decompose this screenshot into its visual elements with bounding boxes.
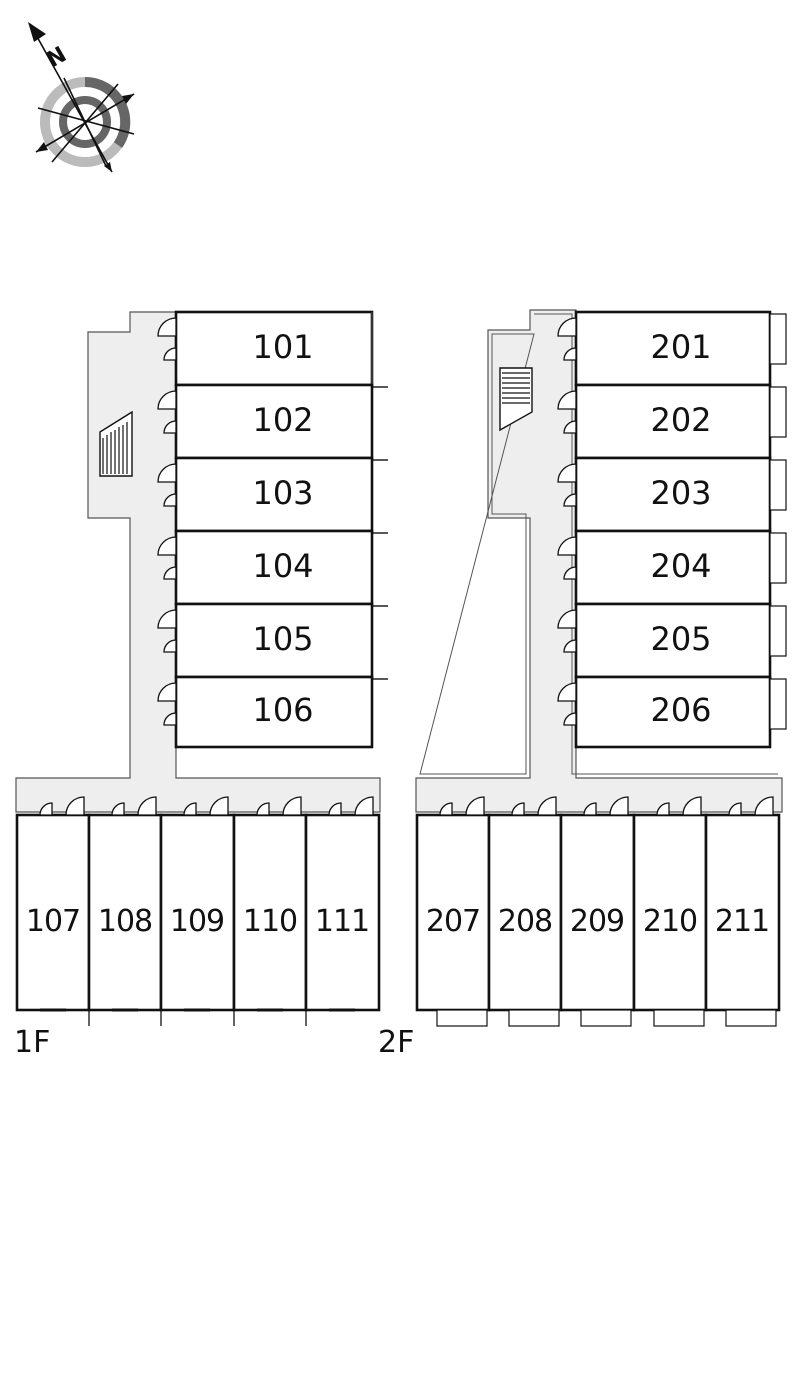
balcony xyxy=(769,678,787,730)
stair-icon xyxy=(499,367,533,432)
unit-105: 105 xyxy=(174,602,388,679)
door-icons-1f-top xyxy=(157,317,177,726)
unit-label: 206 xyxy=(650,691,711,729)
unit-106: 106 xyxy=(174,675,388,749)
balcony xyxy=(725,1009,777,1027)
unit-label: 205 xyxy=(650,620,711,658)
balcony xyxy=(653,1009,705,1027)
balcony xyxy=(580,1009,632,1027)
unit-104: 104 xyxy=(174,529,388,606)
floor-2f: 201 202 203 204 205 206 xyxy=(378,309,787,1060)
unit-111: 111 xyxy=(304,813,381,1012)
unit-102: 102 xyxy=(174,383,388,460)
unit-label: 208 xyxy=(498,904,552,939)
unit-206: 206 xyxy=(574,675,787,749)
floor-label: 1F xyxy=(14,1025,50,1060)
unit-label: 202 xyxy=(650,401,711,439)
unit-label: 110 xyxy=(243,904,297,939)
compass-north-label: N xyxy=(43,42,71,73)
unit-110: 110 xyxy=(232,813,308,1012)
unit-label: 106 xyxy=(252,691,313,729)
unit-label: 210 xyxy=(643,904,697,939)
north-arrow-compass-icon xyxy=(28,22,135,173)
unit-label: 108 xyxy=(98,904,152,939)
balcony xyxy=(436,1009,488,1027)
balcony xyxy=(769,459,787,511)
unit-label: 209 xyxy=(570,904,624,939)
floor-label: 2F xyxy=(378,1025,414,1060)
door-icons-1f-bottom xyxy=(39,796,374,816)
unit-label: 201 xyxy=(650,328,711,366)
unit-label: 102 xyxy=(252,401,313,439)
unit-207: 207 xyxy=(415,813,491,1027)
unit-label: 101 xyxy=(252,328,313,366)
unit-label: 111 xyxy=(315,904,369,939)
floor-1f: 101 102 103 104 105 106 xyxy=(14,310,388,1060)
unit-108: 108 xyxy=(87,813,163,1012)
compass: N xyxy=(28,22,135,173)
unit-label: 207 xyxy=(426,904,480,939)
unit-label: 211 xyxy=(715,904,769,939)
unit-label: 107 xyxy=(26,904,80,939)
unit-209: 209 xyxy=(559,813,636,1027)
balcony xyxy=(769,605,787,657)
unit-label: 104 xyxy=(252,547,313,585)
unit-label: 103 xyxy=(252,474,313,512)
unit-202: 202 xyxy=(574,383,787,460)
unit-205: 205 xyxy=(574,602,787,679)
unit-210: 210 xyxy=(632,813,708,1027)
unit-109: 109 xyxy=(159,813,236,1012)
unit-203: 203 xyxy=(574,456,787,533)
unit-label: 204 xyxy=(650,547,711,585)
unit-211: 211 xyxy=(704,813,781,1027)
unit-101: 101 xyxy=(174,310,374,387)
unit-label: 203 xyxy=(650,474,711,512)
balcony xyxy=(769,532,787,584)
unit-201: 201 xyxy=(574,310,787,387)
unit-label: 109 xyxy=(170,904,224,939)
unit-208: 208 xyxy=(487,813,563,1027)
door-icons-2f-top xyxy=(557,317,577,726)
balcony xyxy=(769,386,787,438)
door-icons-2f-bottom xyxy=(439,796,774,816)
unit-label: 105 xyxy=(252,620,313,658)
balcony xyxy=(508,1009,560,1027)
unit-103: 103 xyxy=(174,456,388,533)
unit-204: 204 xyxy=(574,529,787,606)
stair-icon xyxy=(99,410,133,477)
balcony xyxy=(769,313,787,365)
partition-ticks-1f xyxy=(40,1008,355,1026)
unit-107: 107 xyxy=(15,813,91,1012)
